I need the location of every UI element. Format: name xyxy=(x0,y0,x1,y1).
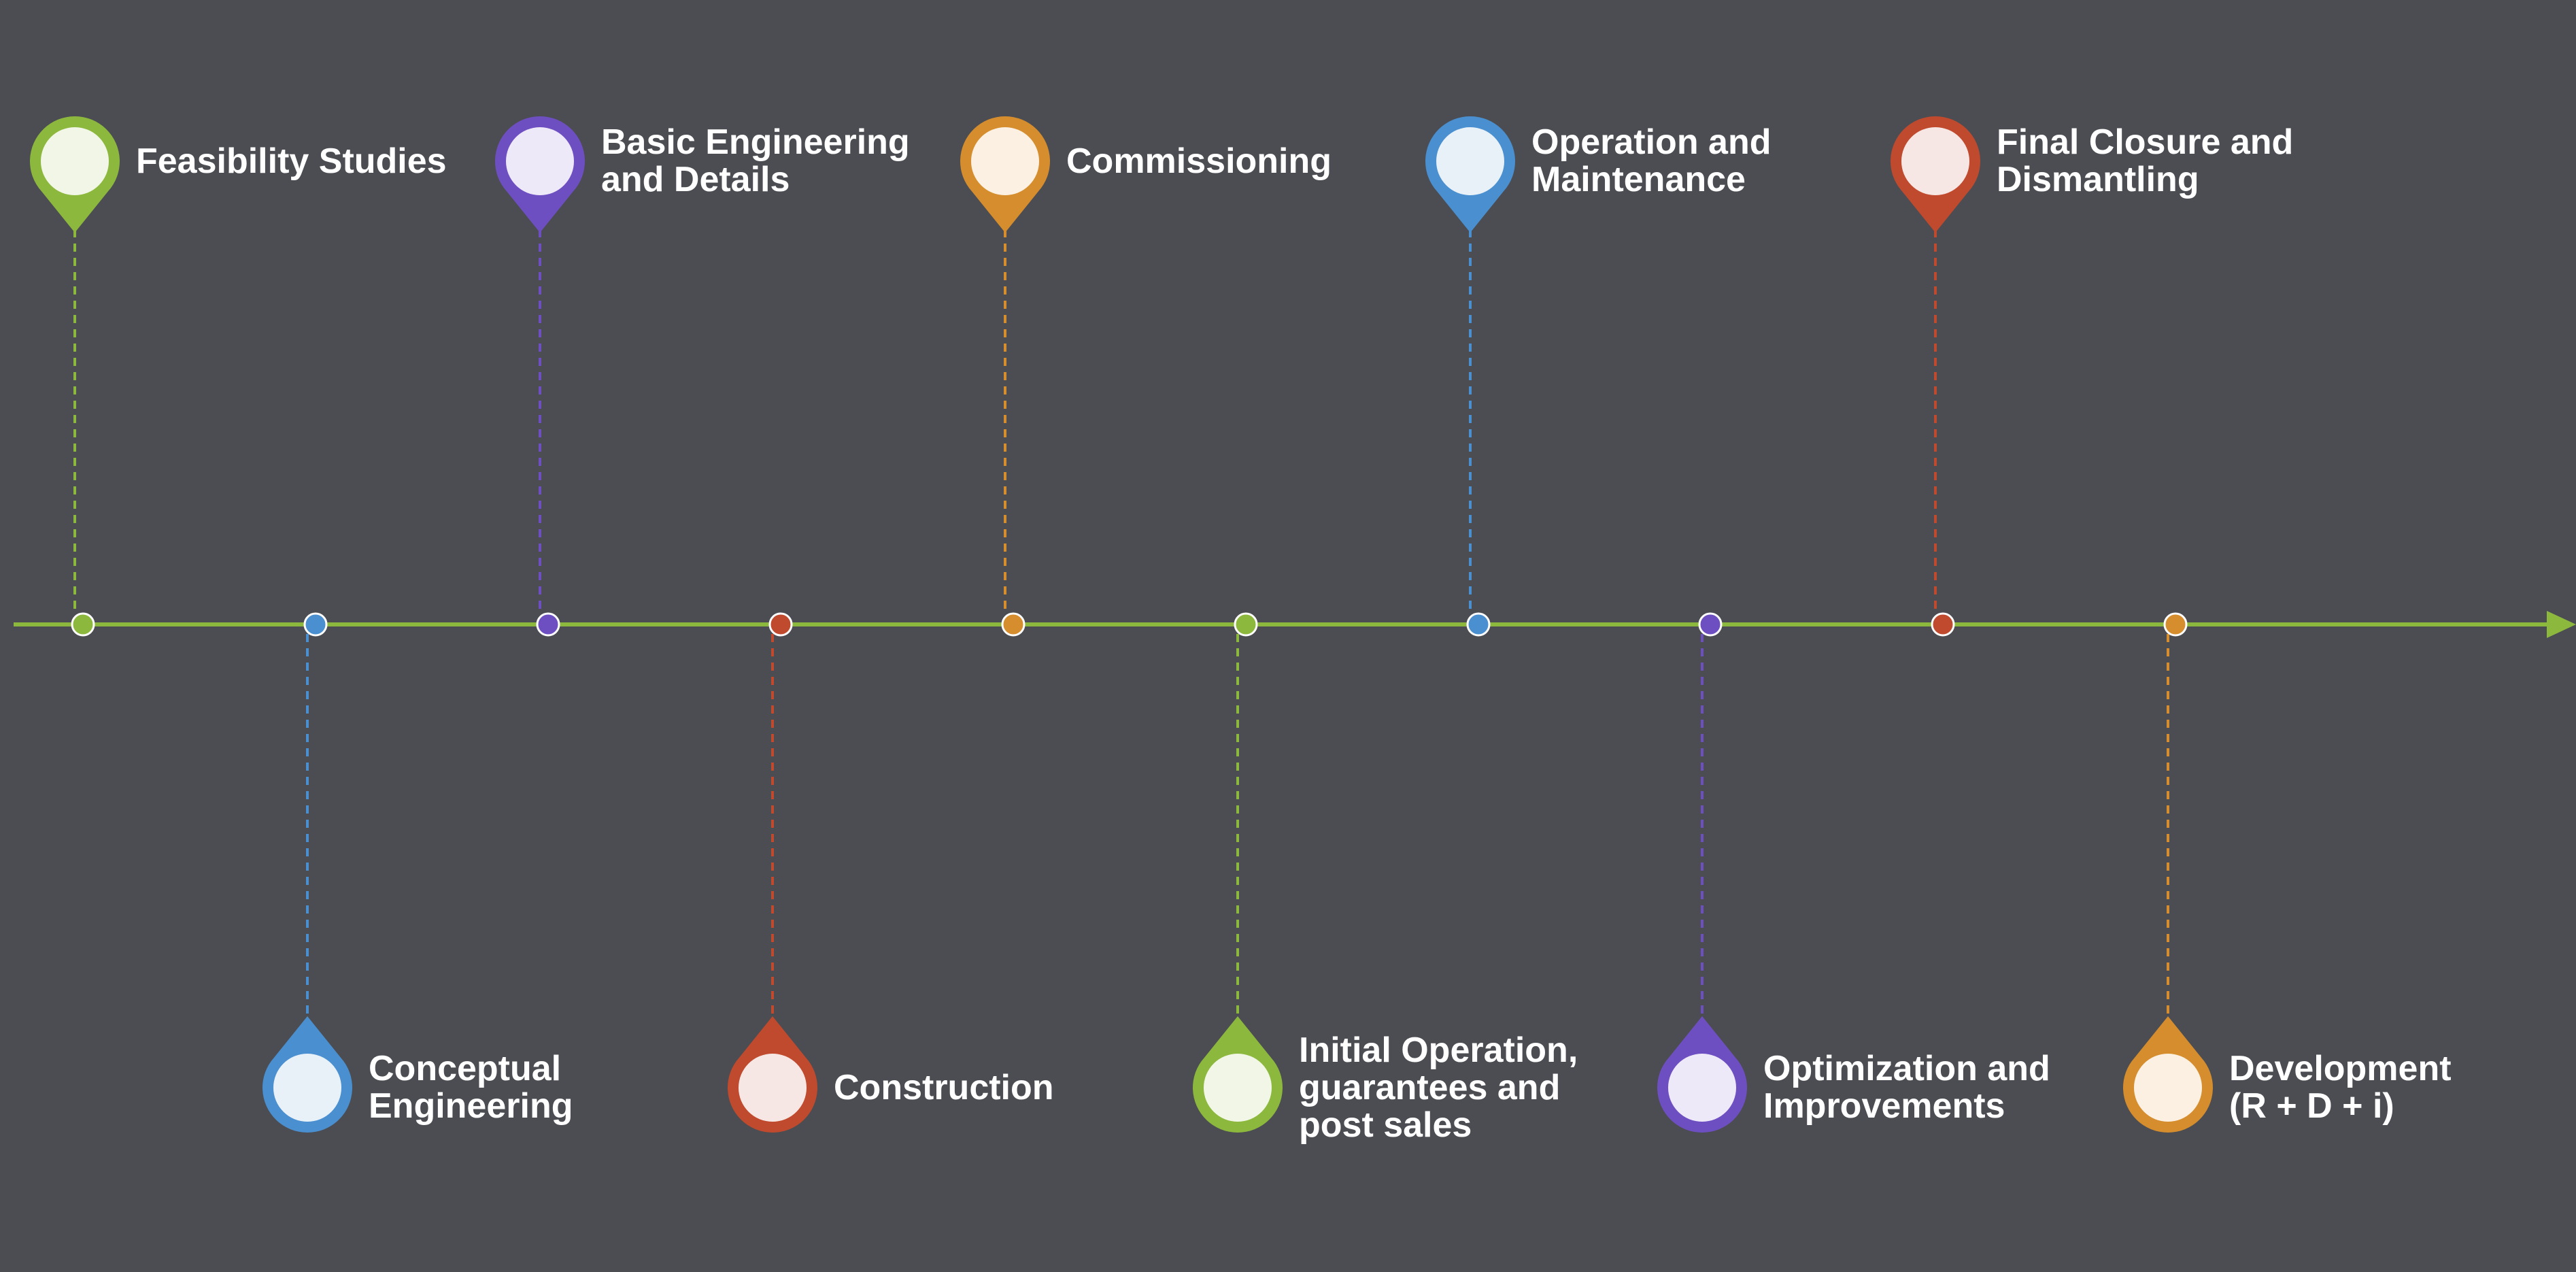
timeline-dot xyxy=(1698,612,1723,637)
pin-inner-circle xyxy=(506,127,574,195)
pin-inner-circle xyxy=(1901,127,1969,195)
pin-inner-circle xyxy=(273,1054,341,1122)
milestone-label: Conceptual Engineering xyxy=(369,1049,573,1126)
timeline-dot xyxy=(303,612,328,637)
pin-inner-circle xyxy=(1436,127,1504,195)
pin-inner-circle xyxy=(2134,1054,2202,1122)
timeline-dot xyxy=(768,612,793,637)
pin-inner-circle xyxy=(971,127,1039,195)
milestone-label: Final Closure and Dismantling xyxy=(1997,122,2294,199)
timeline-dot xyxy=(1466,612,1491,637)
pin-inner-circle xyxy=(1204,1054,1272,1122)
connector-lines xyxy=(73,229,2169,1020)
pin-inner-circle xyxy=(739,1054,807,1122)
timeline-dot xyxy=(1931,612,1955,637)
timeline-dot xyxy=(71,612,95,637)
timeline-dot xyxy=(1001,612,1026,637)
milestone-label: Feasibility Studies xyxy=(136,141,447,181)
milestone-label: Initial Operation, guarantees and post s… xyxy=(1299,1030,1578,1145)
milestone-label: Commissioning xyxy=(1066,141,1332,181)
timeline-dot xyxy=(1234,612,1258,637)
pin-inner-circle xyxy=(41,127,109,195)
timeline-dot xyxy=(2163,612,2188,637)
milestone-label: Construction xyxy=(834,1067,1054,1107)
timeline-arrow-head xyxy=(2547,611,2576,638)
milestone-label: Operation and Maintenance xyxy=(1531,122,1772,199)
milestone-label: Development (R + D + i) xyxy=(2229,1049,2452,1126)
milestone-label: Optimization and Improvements xyxy=(1763,1049,2050,1126)
pin-inner-circle xyxy=(1668,1054,1736,1122)
milestone-pins xyxy=(30,116,2213,1133)
timeline-dot xyxy=(536,612,560,637)
milestone-label: Basic Engineering and Details xyxy=(601,122,910,199)
timeline-dots xyxy=(71,612,2188,637)
